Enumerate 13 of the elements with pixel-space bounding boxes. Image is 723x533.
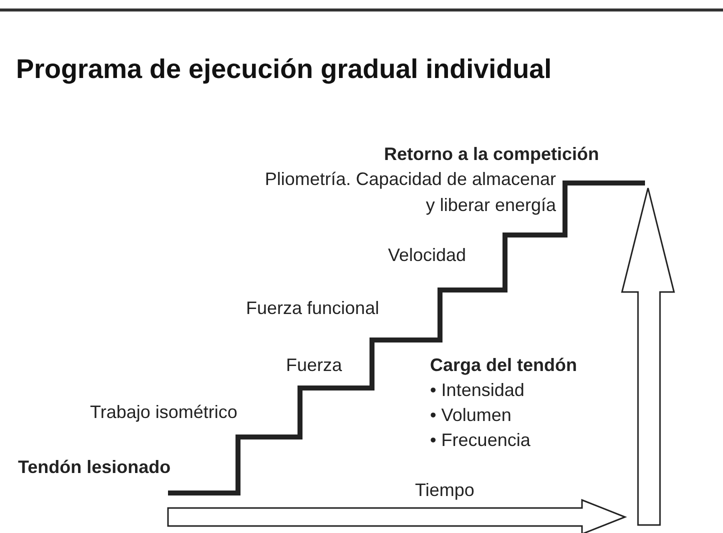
- step-label: Retorno a la competición: [384, 143, 600, 166]
- list-item: • Volumen: [430, 404, 512, 427]
- list-item: • Frecuencia: [430, 429, 530, 452]
- diagram-title: Programa de ejecución gradual individual: [16, 53, 552, 86]
- step-label: Tendón lesionado: [18, 456, 171, 479]
- heading: Carga del tendón: [430, 354, 578, 377]
- axis-label: Tiempo: [415, 479, 474, 502]
- step-label: Pliometría. Capacidad de almacenar y liberar energía: [264, 168, 556, 217]
- step-label: Fuerza: [286, 354, 342, 377]
- step-label: Velocidad: [388, 244, 466, 267]
- step-label: Trabajo isométrico: [90, 401, 238, 424]
- step-label: Fuerza funcional: [246, 297, 380, 320]
- list-item: • Intensidad: [430, 379, 524, 402]
